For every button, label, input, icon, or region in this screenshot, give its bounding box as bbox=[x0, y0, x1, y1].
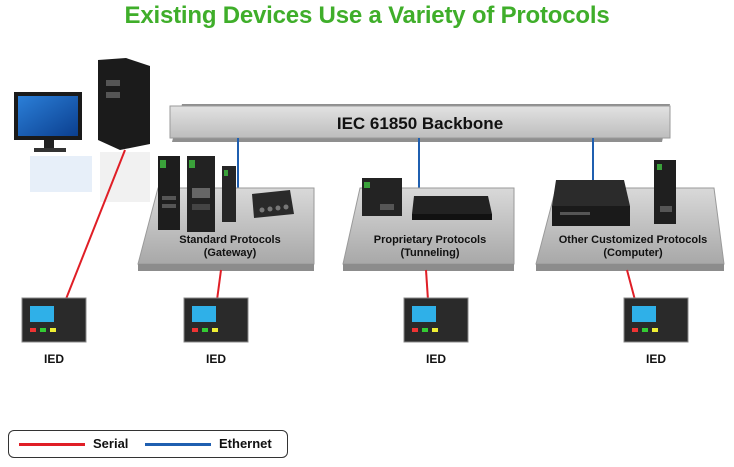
ied-label-4: IED bbox=[645, 352, 666, 366]
ethernet-links bbox=[237, 138, 594, 190]
backbone-label: IEC 61850 Backbone bbox=[336, 114, 504, 133]
gateway-device-4 bbox=[252, 190, 294, 218]
panel-tunneling-label: Proprietary Protocols (Tunneling) bbox=[348, 234, 512, 260]
panel-computer-label: Other Customized Protocols (Computer) bbox=[548, 234, 718, 260]
computer-device-1 bbox=[552, 180, 630, 226]
gateway-device-1 bbox=[158, 156, 180, 230]
ied-device-3 bbox=[403, 297, 469, 343]
legend-ethernet-swatch bbox=[145, 443, 211, 446]
ied-device-4 bbox=[623, 297, 689, 343]
computer-device-2 bbox=[654, 160, 676, 224]
ied-label-2: IED bbox=[205, 352, 226, 366]
legend-ethernet-label: Ethernet bbox=[219, 436, 272, 451]
legend: Serial Ethernet bbox=[8, 430, 288, 458]
panel-gateway-line1: Standard Protocols bbox=[179, 234, 281, 246]
panel-computer-line1: Other Customized Protocols bbox=[558, 234, 708, 246]
tunneling-device-2 bbox=[412, 196, 492, 220]
panel-computer-line2: (Computer) bbox=[603, 247, 663, 259]
gateway-device-2 bbox=[187, 156, 215, 232]
panel-gateway-line2: (Gateway) bbox=[203, 247, 257, 259]
serial-links bbox=[65, 149, 636, 301]
panel-gateway-label: Standard Protocols (Gateway) bbox=[150, 234, 310, 260]
tunneling-device-1 bbox=[362, 178, 402, 216]
panel-tunneling-line2: (Tunneling) bbox=[400, 247, 460, 259]
ied-device-2 bbox=[183, 297, 249, 343]
desktop-monitor bbox=[14, 92, 92, 192]
legend-serial-label: Serial bbox=[93, 436, 129, 451]
ied-label-3: IED bbox=[425, 352, 446, 366]
backbone-bar bbox=[169, 104, 671, 142]
desktop-tower bbox=[98, 58, 150, 202]
ied-label-1: IED bbox=[43, 352, 64, 366]
ied-device-1 bbox=[21, 297, 87, 343]
panel-tunneling-line1: Proprietary Protocols bbox=[373, 234, 487, 246]
gateway-device-3 bbox=[222, 166, 236, 222]
diagram-title: Existing Devices Use a Variety of Protoc… bbox=[124, 2, 610, 29]
legend-serial-swatch bbox=[19, 443, 85, 446]
